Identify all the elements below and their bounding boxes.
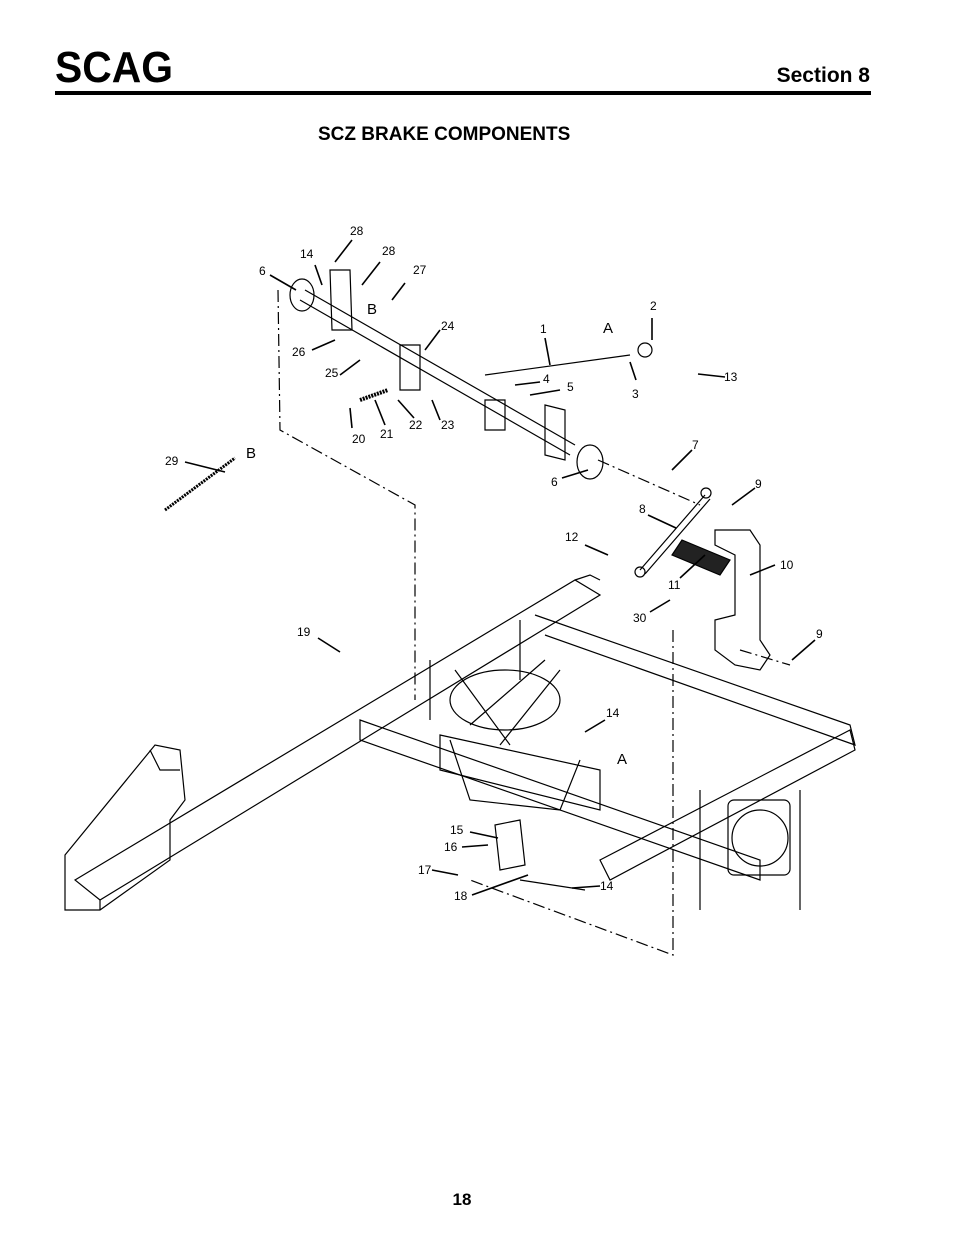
diagram-linework: [64, 269, 856, 956]
leader-arrows: [184, 239, 816, 896]
callout: 1: [540, 322, 547, 336]
reference-letter: A: [617, 751, 627, 768]
callout: 2: [650, 299, 657, 313]
callout: 28: [350, 224, 364, 238]
callout: 28: [382, 244, 396, 258]
callout: 25: [325, 366, 339, 380]
callout: 30: [633, 611, 647, 625]
callout: 3: [632, 387, 639, 401]
callout: 8: [639, 502, 646, 516]
callout: 4: [543, 372, 550, 386]
scag-logo: SCAG: [55, 44, 173, 90]
logo-text: SCAG: [55, 44, 173, 90]
callout: 14: [300, 247, 314, 261]
reference-letter: A: [603, 320, 613, 337]
callout: 21: [380, 427, 394, 441]
callout: 19: [297, 625, 311, 639]
header-rule: [55, 91, 871, 95]
callout: 5: [567, 380, 574, 394]
callout: 14: [600, 879, 614, 893]
callout: 6: [551, 475, 558, 489]
callout: 16: [444, 840, 458, 854]
callout: 14: [606, 706, 620, 720]
callout: 22: [409, 418, 423, 432]
callout: 7: [692, 438, 699, 452]
callout: 17: [418, 863, 432, 877]
callout: 10: [780, 558, 794, 572]
page-number: 18: [452, 1190, 472, 1209]
callout: 9: [816, 627, 823, 641]
callout: 29: [165, 454, 179, 468]
callout: 18: [454, 889, 468, 903]
callout: 24: [441, 319, 455, 333]
callout: 13: [724, 370, 738, 384]
callout: 15: [450, 823, 464, 837]
section-title: Section 8: [776, 64, 870, 87]
reference-letter: B: [367, 301, 377, 318]
page-title: SCZ BRAKE COMPONENTS: [318, 124, 571, 145]
callout: 12: [565, 530, 579, 544]
callout: 20: [352, 432, 366, 446]
callout: 23: [441, 418, 455, 432]
callout: 27: [413, 263, 427, 277]
callout: 11: [668, 578, 681, 592]
callout: 6: [259, 264, 266, 278]
reference-letters: B A B A: [246, 301, 627, 768]
reference-letter: B: [246, 445, 256, 462]
callout-labels: 28 14 28 6 27 2 24 1 26 13 3 25 4 5 20 2…: [165, 224, 823, 903]
callout: 26: [292, 345, 306, 359]
callout: 9: [755, 477, 762, 491]
